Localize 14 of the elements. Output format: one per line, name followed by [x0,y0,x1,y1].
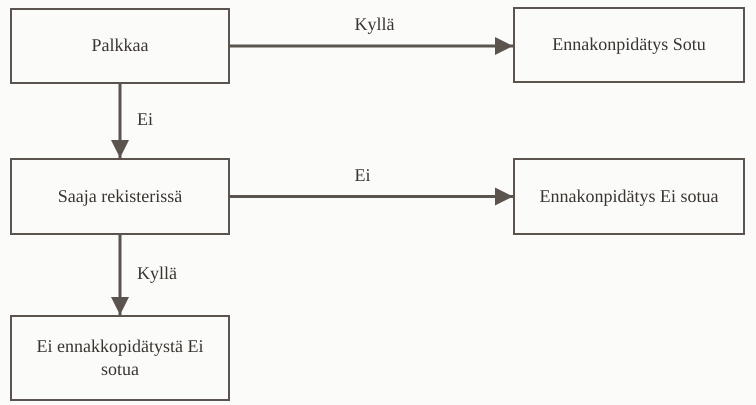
process-box [513,158,745,235]
box-text: Ennakonpidätys Sotu [551,33,707,56]
process-box [10,158,230,235]
arrow [111,84,129,158]
process-box [10,315,230,401]
process-box [513,7,745,83]
arrow [230,37,513,55]
arrow [111,235,129,315]
box-text: Saaja rekisterissä [56,184,184,208]
arrow [230,188,513,206]
process-box [10,8,230,84]
box-text: Ei ennakkopidätystä Ei sotua [36,334,204,381]
box-text: Palkkaa [90,34,150,58]
box-text: Ennakonpidätys Ei sotua [538,184,720,208]
